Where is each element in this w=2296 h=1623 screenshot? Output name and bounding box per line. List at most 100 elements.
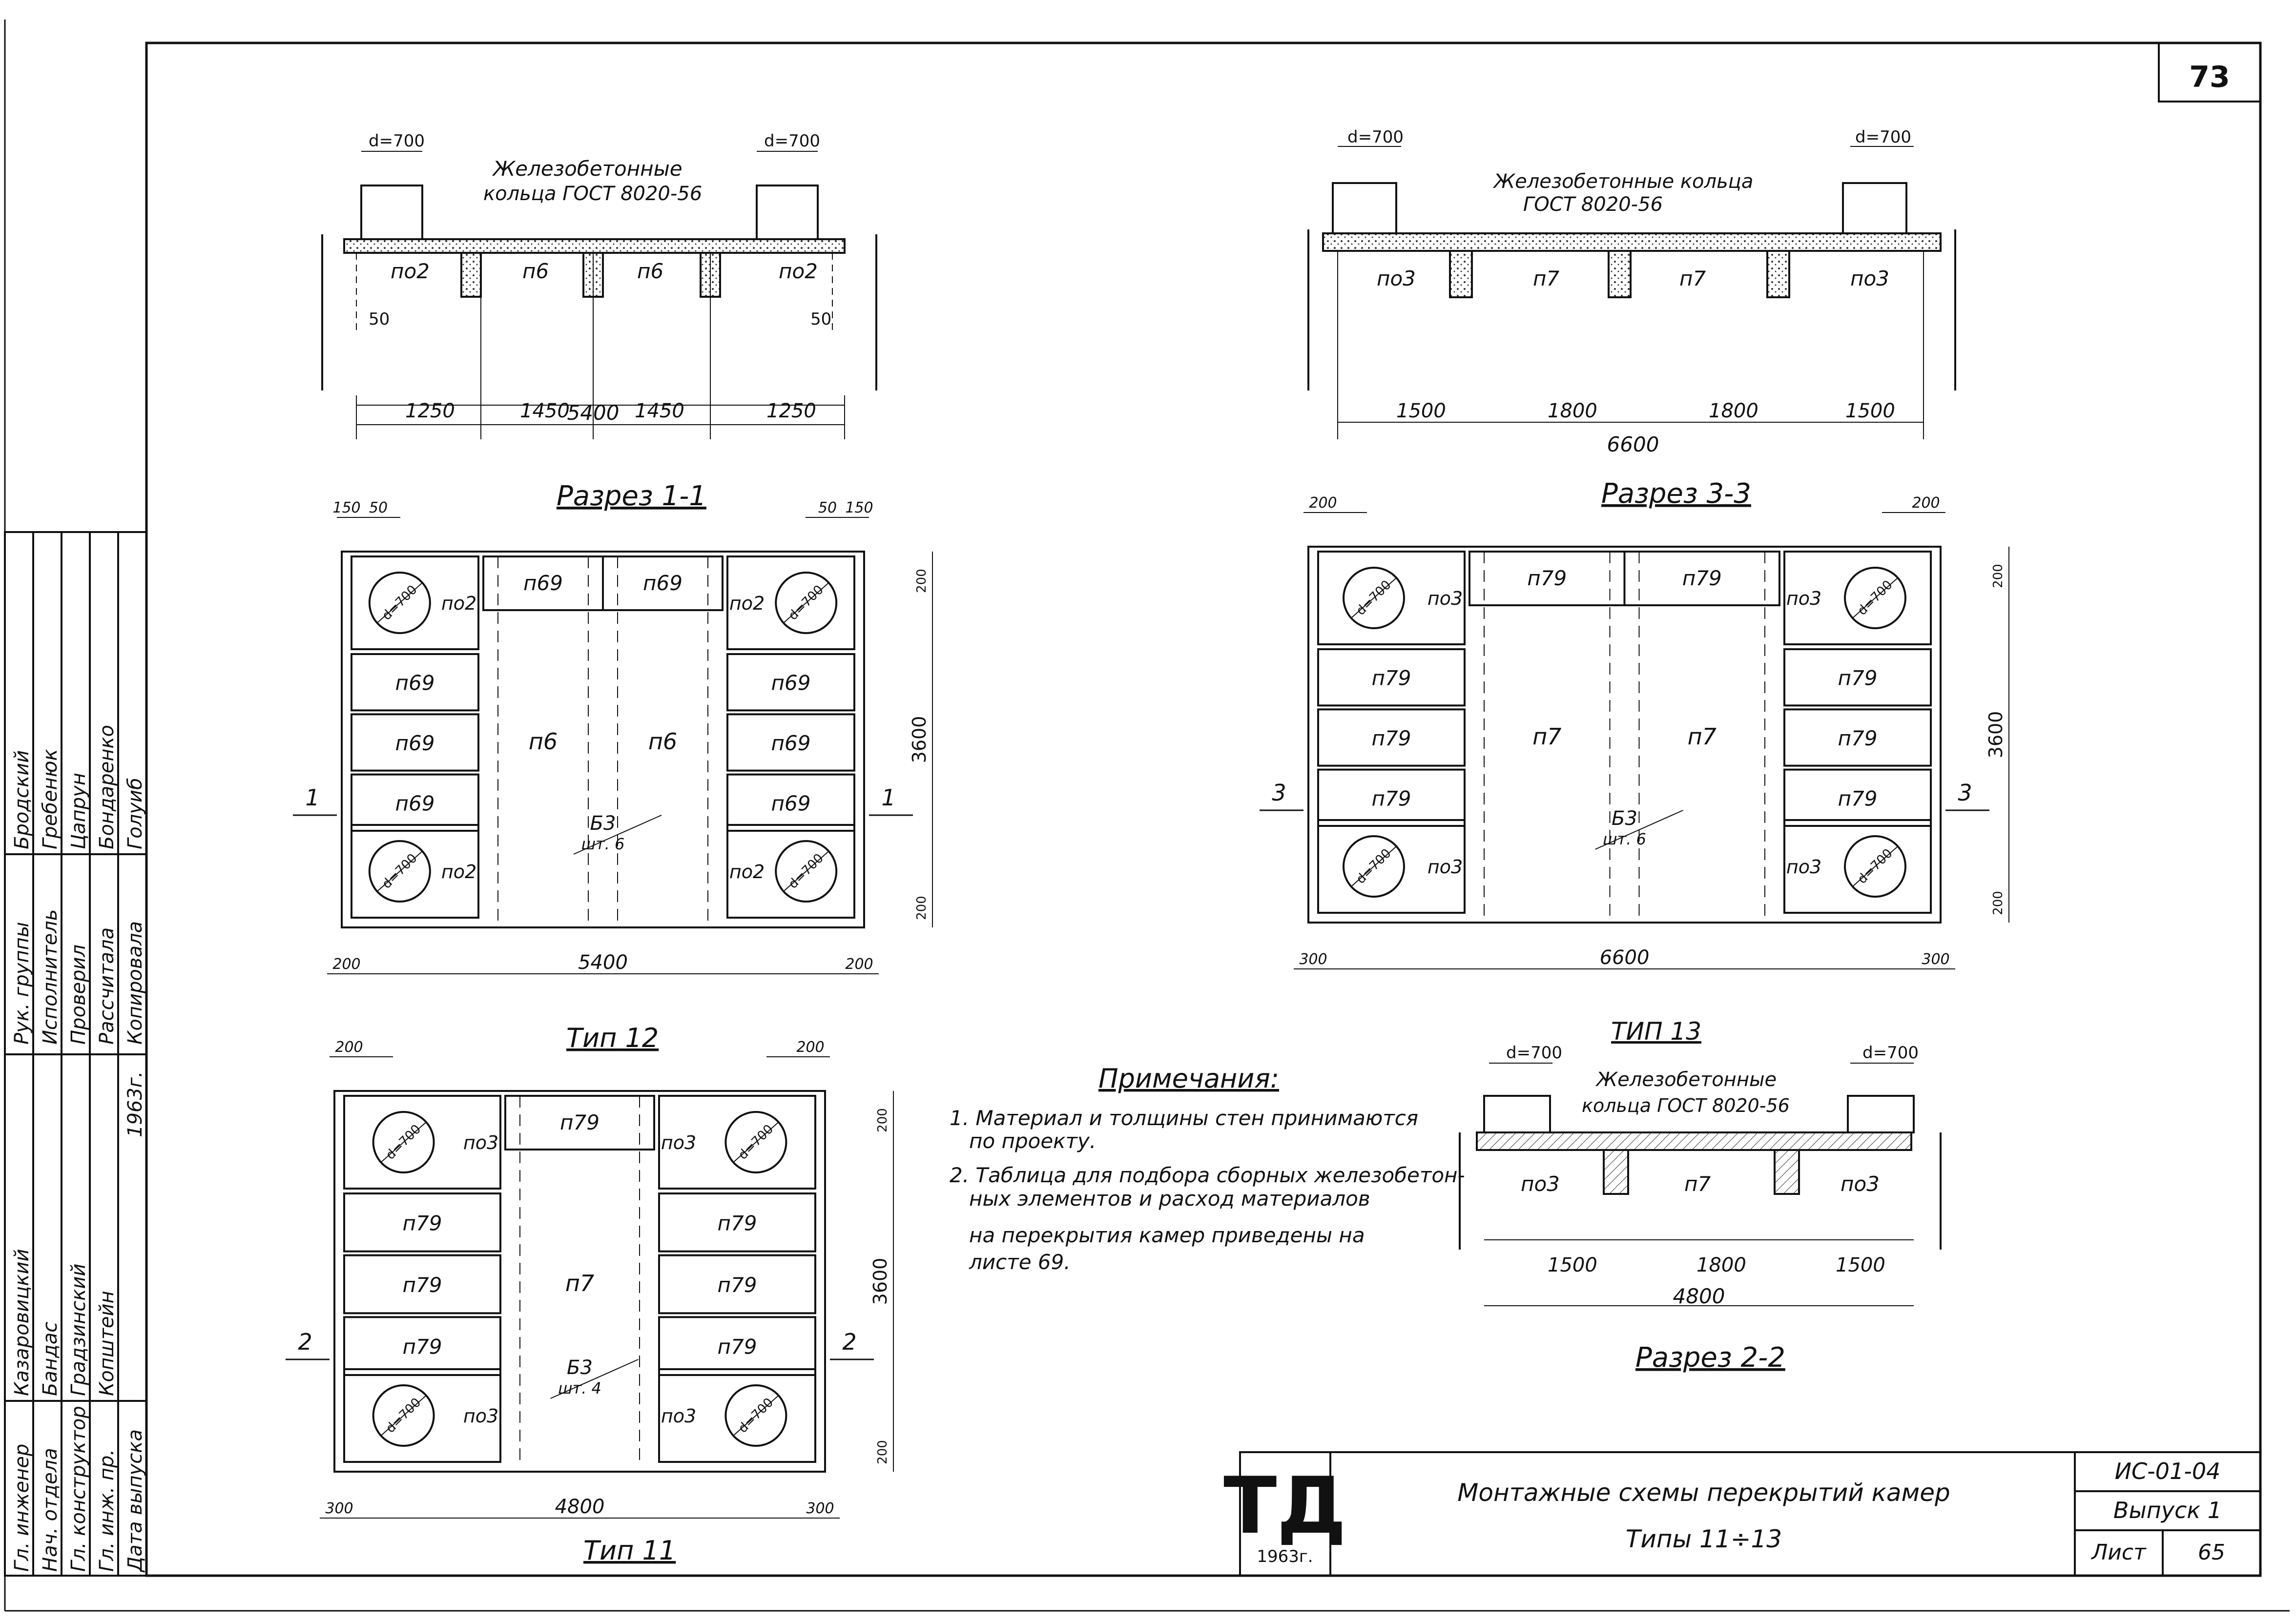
panel-label: по2 (391, 259, 430, 283)
corner-panel-label: по3 (1427, 856, 1463, 878)
dim-label: 1250 (405, 400, 455, 422)
height-dim: 3600 (869, 1258, 891, 1305)
center-panel-label: п7 (1688, 723, 1717, 750)
manhole-ring (775, 572, 838, 634)
side-panel-label: п79 (403, 1273, 442, 1297)
top-dim: 50 (369, 499, 388, 516)
edge-dim: 200 (914, 569, 929, 593)
note-line: листе 69. (969, 1250, 1071, 1274)
title-block (1239, 1451, 2261, 1577)
manhole-ring (724, 1111, 787, 1173)
corner-panel (343, 1368, 501, 1463)
top-dim: 150 (845, 499, 873, 516)
top-mid-label: п79 (1682, 566, 1722, 590)
side-panel (658, 1192, 816, 1253)
beam-label: Б3 (567, 1356, 593, 1379)
side-panel (1783, 648, 1932, 707)
diameter-line (784, 851, 828, 891)
section-mark: 1 (305, 784, 319, 811)
series-code: ИС-01-04 (2115, 1458, 2221, 1484)
corner-panel-label: по3 (1786, 856, 1821, 878)
panel-label: п7 (1533, 267, 1559, 290)
edge-dim: 200 (1991, 564, 2006, 588)
side-panel (343, 1254, 501, 1315)
stamp-name: Бондаренко (96, 725, 118, 849)
diameter-line (381, 1396, 426, 1436)
corner-panel (1783, 551, 1932, 645)
stamp-role: Гл. инж. пр. (96, 1449, 118, 1572)
leader-line (1595, 810, 1683, 850)
stamp-role: Исполнитель (39, 909, 62, 1045)
side-panel-label: п79 (1838, 666, 1878, 690)
sheet-label: Лист (2090, 1540, 2147, 1565)
side-panel (351, 713, 479, 772)
drawing-subtitle: Типы 11÷13 (1626, 1525, 1782, 1553)
stamp-role: Нач. отдела (39, 1448, 62, 1572)
corner-panel-label: по3 (1786, 588, 1821, 609)
circle-label: d=700 (379, 582, 420, 623)
section-mark: 2 (298, 1329, 312, 1355)
side-panel (658, 1316, 816, 1376)
section-caption: Разрез 3-3 (1601, 478, 1751, 510)
dim-label: 1500 (1396, 400, 1446, 422)
ring-label-line2: кольца ГОСТ 8020-56 (1582, 1095, 1790, 1116)
corner-panel-label: по2 (729, 593, 765, 614)
manhole-ring (775, 840, 838, 903)
side-panel (658, 1254, 816, 1315)
corner-panel-label: по2 (441, 593, 476, 614)
circle-label: d=700 (383, 1122, 424, 1162)
stamp-name: Гребенюк (39, 749, 62, 849)
section-3-3: Железобетонные кольца ГОСТ 8020-56 d=700… (1307, 127, 1956, 510)
dim-label: 1800 (1709, 400, 1758, 422)
side-panel (343, 1316, 501, 1376)
diameter-line (377, 583, 422, 623)
note-line: 2. Таблица для подбора сборных железобет… (950, 1163, 1465, 1187)
corner-panel (726, 824, 855, 919)
logo: ТД (1223, 1460, 1346, 1551)
panel-label: п6 (522, 259, 549, 283)
side-panel (1317, 648, 1466, 707)
note-line: ных элементов и расход материалов (969, 1187, 1370, 1211)
sheet-frame (4, 20, 2290, 1612)
diameter-line (1351, 846, 1396, 886)
stamp-name: Цапрун (67, 773, 90, 849)
stamp-role: Гл. конструктор (67, 1406, 90, 1572)
bottom-dim: 200 (845, 956, 873, 973)
edge-dim: 200 (914, 896, 929, 920)
dim-label: 1450 (520, 400, 570, 422)
side-panel-label: п79 (1838, 726, 1878, 750)
bottom-dim: 300 (806, 1500, 834, 1517)
circle-label: d=700 (736, 1122, 776, 1162)
top-mid-label: п79 (1527, 566, 1567, 590)
side-panel-label: п79 (1838, 786, 1878, 810)
corner-panel (1317, 819, 1466, 914)
height-dim: 3600 (1985, 711, 2006, 759)
section-caption: Разрез 1-1 (557, 480, 706, 512)
dim-label: 1500 (1548, 1254, 1597, 1276)
diameter-line (784, 583, 828, 623)
side-panel-label: п69 (395, 671, 435, 695)
stamp-name: Бродский (11, 750, 33, 849)
plan-outline (333, 1090, 826, 1473)
ring-label-line2: кольца ГОСТ 8020-56 (483, 183, 702, 205)
corner-panel (658, 1368, 816, 1463)
dim-total: 4800 (1673, 1284, 1725, 1308)
side-panel-label: п79 (1372, 726, 1411, 750)
bottom-dim: 4800 (555, 1496, 605, 1518)
note-line: 1. Материал и толщины стен принимаются (950, 1106, 1418, 1130)
stamp-name: Голуиб (124, 778, 146, 849)
corner-panel (1317, 551, 1466, 645)
top-dim: 200 (1912, 494, 1940, 512)
top-dim: 200 (335, 1039, 363, 1056)
dim-label: 1500 (1836, 1254, 1885, 1276)
note-line: на перекрытия камер приведены на (969, 1223, 1365, 1247)
leader-line (550, 1359, 639, 1399)
beam-count: шт. 4 (558, 1379, 601, 1397)
edge-dim: 200 (1991, 891, 2006, 915)
bottom-dim: 300 (1922, 951, 1949, 968)
ring-label-line1: Железобетонные (1595, 1068, 1777, 1091)
section-mark: 2 (842, 1329, 856, 1355)
diameter-label-left: d=700 (1347, 127, 1404, 147)
manhole-ring (1343, 567, 1405, 629)
